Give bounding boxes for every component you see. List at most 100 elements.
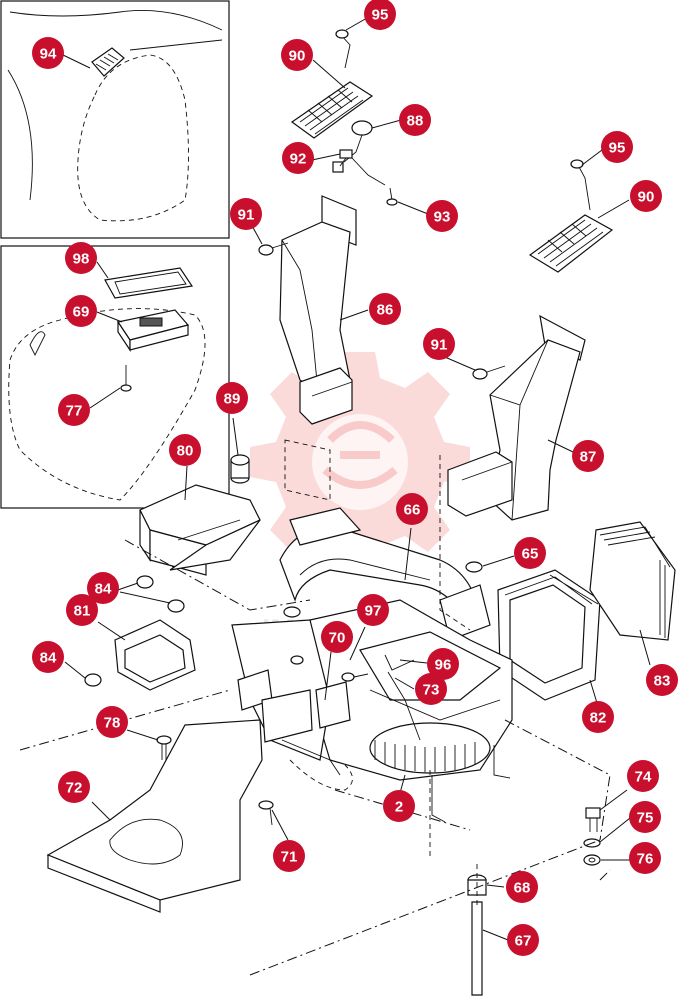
callout-label: 75 bbox=[637, 810, 654, 827]
part-69-control-unit bbox=[117, 309, 190, 352]
part-82-filter-frame bbox=[497, 569, 601, 701]
callout-circle bbox=[415, 673, 447, 705]
callout-98: 98 bbox=[65, 242, 97, 274]
part-65-clip bbox=[465, 561, 483, 573]
callout-circle bbox=[646, 664, 678, 696]
part-90-vent-grille-upper bbox=[290, 81, 374, 139]
callout-88: 88 bbox=[399, 104, 431, 136]
callout-94: 94 bbox=[32, 37, 64, 69]
callout-label: 73 bbox=[423, 682, 440, 699]
part-90-vent-grille-right bbox=[528, 214, 614, 273]
callout-95: 95 bbox=[364, 0, 396, 30]
callout-circle bbox=[364, 0, 396, 30]
callout-label: 89 bbox=[224, 391, 241, 408]
callout-87: 87 bbox=[572, 440, 604, 472]
callout-label: 84 bbox=[95, 581, 112, 598]
part-91-screw-left bbox=[258, 242, 289, 256]
callout-95: 95 bbox=[601, 131, 633, 163]
callout-label: 96 bbox=[435, 657, 452, 674]
callout-89: 89 bbox=[216, 382, 248, 414]
callout-label: 84 bbox=[40, 650, 57, 667]
part-71-screw bbox=[258, 800, 274, 826]
part-67-drain-pipe bbox=[471, 901, 483, 996]
callout-circle bbox=[58, 771, 90, 803]
part-74-bolt bbox=[585, 807, 601, 832]
callout-circle bbox=[629, 801, 661, 833]
callout-circle bbox=[514, 537, 546, 569]
callout-label: 92 bbox=[290, 151, 307, 168]
callout-68: 68 bbox=[506, 871, 538, 903]
part-94-vent-grille bbox=[91, 47, 125, 77]
callout-circle bbox=[96, 706, 128, 738]
part-87-duct-right bbox=[447, 314, 586, 521]
callout-label: 86 bbox=[377, 302, 394, 319]
callout-70: 70 bbox=[321, 621, 353, 653]
callout-circle bbox=[507, 924, 539, 956]
callout-label: 87 bbox=[580, 449, 597, 466]
callout-circle bbox=[58, 394, 90, 426]
callout-circle bbox=[357, 594, 389, 626]
part-73-screw bbox=[341, 672, 369, 682]
callout-circle bbox=[169, 434, 201, 466]
callout-circle bbox=[369, 293, 401, 325]
callout-circle bbox=[399, 104, 431, 136]
callout-circle bbox=[427, 648, 459, 680]
callout-circle bbox=[66, 594, 98, 626]
callout-circle bbox=[32, 37, 64, 69]
callout-69: 69 bbox=[65, 295, 97, 327]
callout-73: 73 bbox=[415, 673, 447, 705]
callout-90: 90 bbox=[630, 180, 662, 212]
part-93-screw bbox=[386, 187, 398, 206]
callout-label: 81 bbox=[74, 603, 91, 620]
callout-label: 74 bbox=[635, 769, 652, 786]
callout-66: 66 bbox=[396, 493, 428, 525]
part-86-duct-left bbox=[279, 195, 357, 425]
callout-circle bbox=[627, 760, 659, 792]
callout-76: 76 bbox=[629, 842, 661, 874]
part-66-main-duct bbox=[279, 507, 491, 641]
part-98-bezel bbox=[104, 267, 194, 299]
callout-93: 93 bbox=[426, 200, 458, 232]
callout-label: 95 bbox=[609, 140, 626, 157]
callout-84: 84 bbox=[32, 641, 64, 673]
part-72-floor-duct bbox=[46, 719, 263, 913]
callout-label: 93 bbox=[434, 209, 451, 226]
inset-panel-top bbox=[0, 0, 230, 239]
callout-circle bbox=[282, 142, 314, 174]
part-89-grommet bbox=[230, 454, 250, 484]
part-95-screw-right bbox=[570, 159, 591, 211]
part-83-filter bbox=[589, 521, 676, 641]
callout-circle bbox=[426, 200, 458, 232]
callout-label: 76 bbox=[637, 851, 654, 868]
callout-label: 82 bbox=[590, 710, 607, 727]
callout-91: 91 bbox=[423, 328, 455, 360]
callout-67: 67 bbox=[507, 924, 539, 956]
callout-90: 90 bbox=[281, 39, 313, 71]
part-76-nut bbox=[583, 854, 601, 866]
callout-circle bbox=[65, 242, 97, 274]
callout-circle bbox=[273, 840, 305, 872]
callout-84: 84 bbox=[87, 572, 119, 604]
callout-circle bbox=[629, 842, 661, 874]
callout-label: 70 bbox=[329, 630, 346, 647]
inset-panel-left bbox=[0, 245, 230, 509]
part-80-defroster-duct bbox=[139, 484, 261, 576]
callout-label: 68 bbox=[514, 880, 531, 897]
callout-80: 80 bbox=[169, 434, 201, 466]
callout-label: 97 bbox=[365, 603, 382, 620]
part-92-harness bbox=[332, 149, 386, 186]
leader-lines bbox=[62, 17, 651, 941]
callout-label: 91 bbox=[431, 337, 448, 354]
callout-label: 66 bbox=[404, 502, 421, 519]
callout-circle bbox=[230, 198, 262, 230]
callout-91: 91 bbox=[230, 198, 262, 230]
callout-71: 71 bbox=[273, 840, 305, 872]
callout-label: 90 bbox=[289, 48, 306, 65]
part-84-clip-lower bbox=[84, 673, 102, 687]
callout-label: 94 bbox=[40, 46, 57, 63]
callout-label: 69 bbox=[73, 304, 90, 321]
callout-label: 72 bbox=[66, 780, 83, 797]
callout-circle bbox=[572, 440, 604, 472]
callout-97: 97 bbox=[357, 594, 389, 626]
callout-label: 67 bbox=[515, 933, 532, 950]
